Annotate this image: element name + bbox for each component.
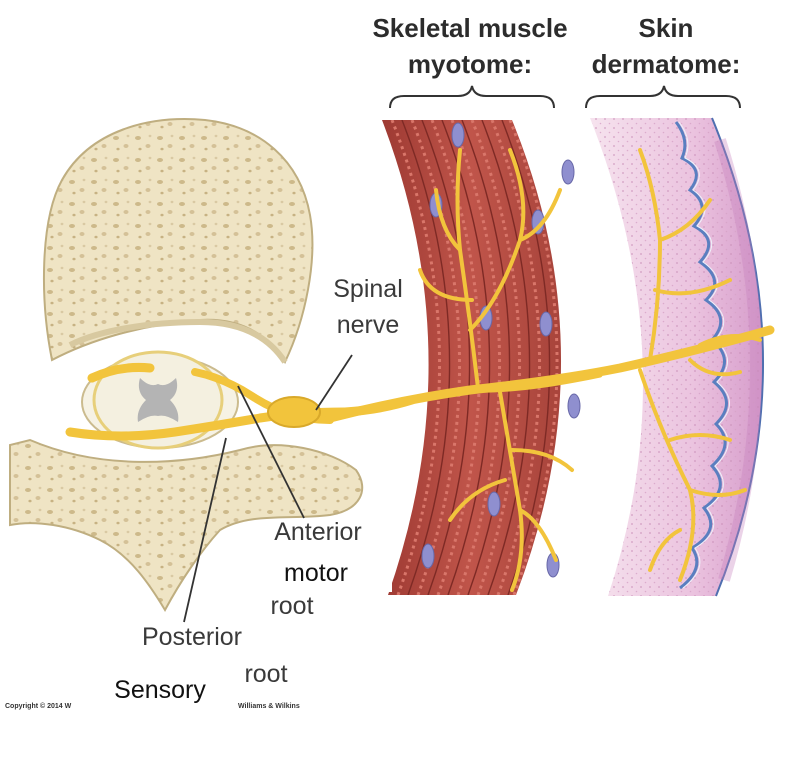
spinal-nerve-label-line1: Spinal bbox=[333, 275, 403, 303]
spinal-nerve-trunk bbox=[325, 325, 775, 423]
nerve-roots bbox=[65, 363, 417, 441]
sensory-label: Sensory bbox=[114, 676, 206, 704]
anterior-root-leader bbox=[237, 385, 305, 519]
anterior-label: Anterior bbox=[274, 518, 362, 546]
upper-vertebra bbox=[42, 118, 314, 365]
skin-header-line2: dermatome: bbox=[592, 49, 741, 79]
spinal-nerve-leader bbox=[315, 354, 353, 411]
gray-matter bbox=[137, 378, 179, 422]
dermatome-bracket bbox=[585, 85, 741, 109]
spinal-cord bbox=[92, 350, 224, 450]
lower-vertebra bbox=[9, 438, 364, 613]
posterior-label: Posterior bbox=[142, 623, 242, 651]
posterior-root-label: root bbox=[244, 660, 287, 688]
spinal-nerve-label-line2: nerve bbox=[337, 311, 400, 339]
myotome-bracket bbox=[389, 85, 555, 109]
anterior-root-label: root bbox=[270, 592, 313, 620]
motor-label: motor bbox=[284, 559, 348, 587]
publisher-text: Williams & Wilkins bbox=[238, 703, 300, 710]
skin-header-line1: Skin bbox=[639, 13, 694, 43]
label-mask bbox=[252, 556, 392, 592]
muscle-header-line1: Skeletal muscle bbox=[372, 13, 567, 43]
skin-nerve-branches bbox=[638, 148, 762, 582]
leader-lines bbox=[183, 354, 353, 623]
skeletal-muscle-block bbox=[382, 120, 581, 595]
copyright-text: Copyright © 2014 W bbox=[5, 702, 72, 710]
posterior-root-leader bbox=[183, 437, 227, 623]
muscle-header-line2: myotome: bbox=[408, 49, 532, 79]
muscle-nerve-branches bbox=[418, 148, 574, 592]
